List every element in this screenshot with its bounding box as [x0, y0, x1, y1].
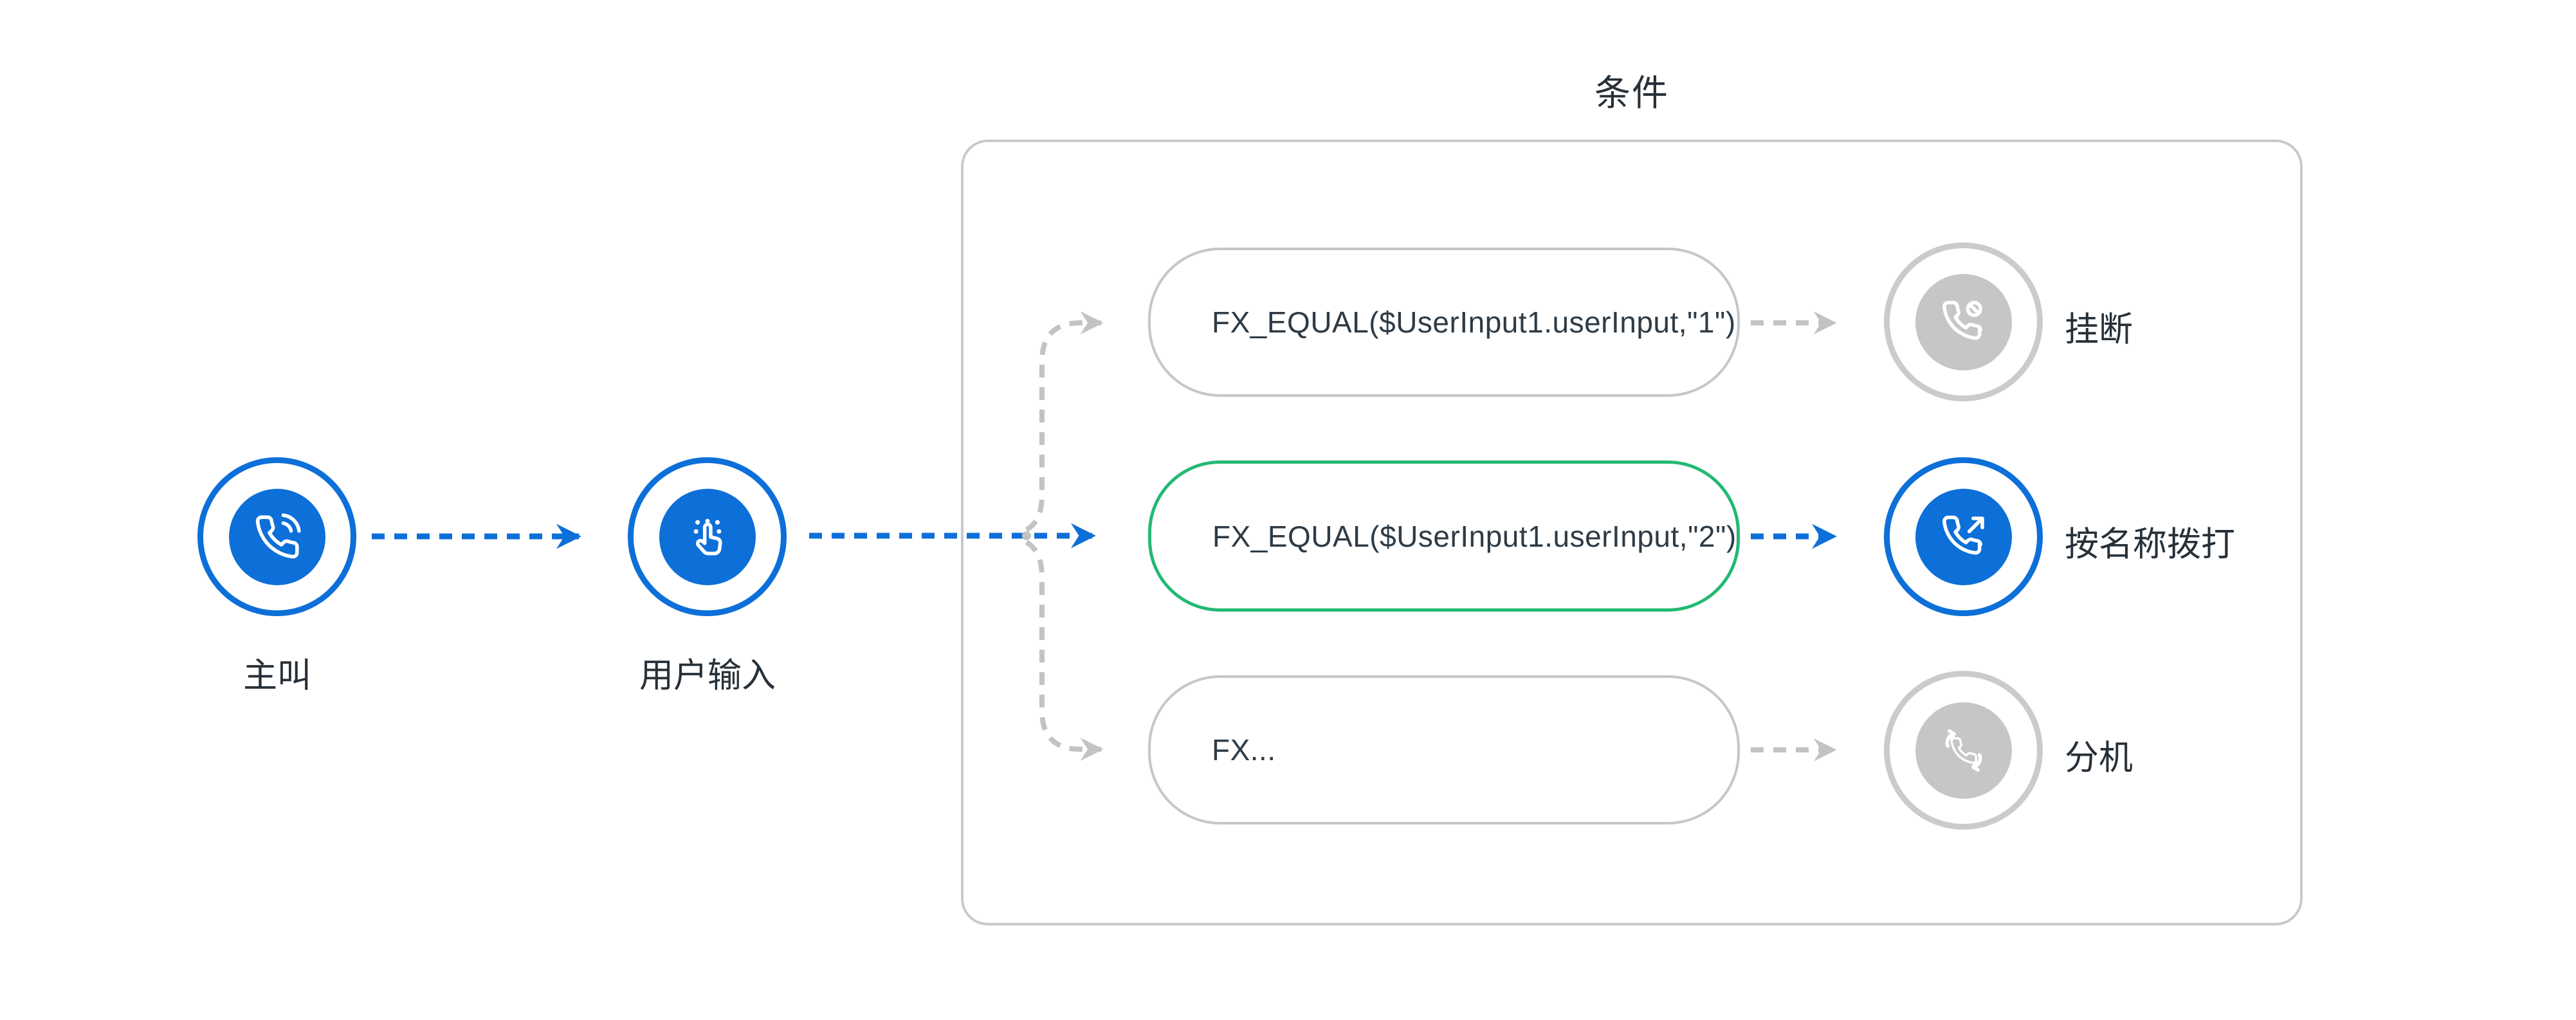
incoming-call-icon — [255, 513, 301, 558]
keypad-input-icon — [693, 518, 722, 555]
condition-pill-1[interactable]: FX_EQUAL($UserInput1.userInput,"1") — [1148, 248, 1740, 397]
hangup-call-icon — [1942, 300, 1982, 340]
node-user-input-label: 用户输入 — [639, 657, 776, 695]
node-extension-label: 分机 — [2065, 739, 2133, 777]
node-extension-circle — [1915, 702, 2012, 799]
node-dial-by-name[interactable] — [1884, 457, 2043, 616]
node-caller[interactable] — [197, 457, 356, 616]
node-dial-by-name-circle — [1915, 488, 2012, 585]
condition-pill-3[interactable]: FX... — [1148, 675, 1740, 824]
node-hangup-circle — [1915, 273, 2012, 370]
outgoing-call-icon — [1942, 515, 1984, 554]
node-user-input[interactable] — [628, 457, 787, 616]
node-caller-circle — [228, 488, 325, 585]
node-hangup-label: 挂断 — [2065, 311, 2133, 349]
condition-group-box — [961, 140, 2303, 925]
condition-pill-2-selected[interactable]: FX_EQUAL($UserInput1.userInput,"2") — [1148, 460, 1740, 612]
node-extension[interactable] — [1884, 671, 2043, 830]
node-caller-label: 主叫 — [243, 657, 311, 695]
node-user-input-circle — [659, 488, 756, 585]
transfer-call-icon — [1945, 729, 1982, 772]
node-hangup[interactable] — [1884, 242, 2043, 401]
node-dial-by-name-label: 按名称拨打 — [2065, 525, 2235, 563]
condition-group-title: 条件 — [1594, 73, 1669, 113]
